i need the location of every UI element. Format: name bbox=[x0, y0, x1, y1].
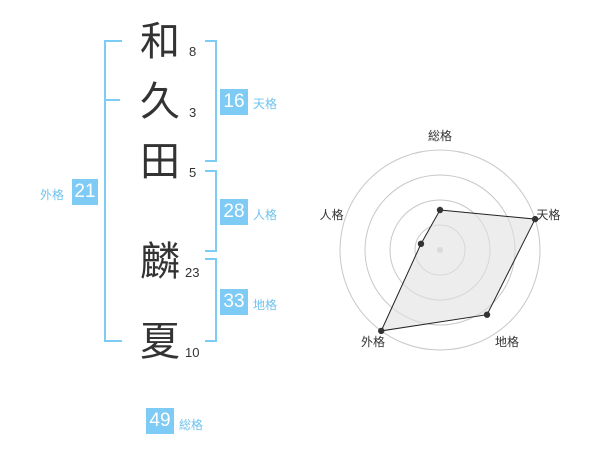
radar-point-1 bbox=[436, 206, 444, 214]
radar-axis-label-1: 総格 bbox=[428, 128, 452, 143]
stroke-count-3: 5 bbox=[189, 165, 197, 180]
stroke-count-5: 10 bbox=[185, 345, 200, 360]
radar-point-4 bbox=[378, 327, 385, 335]
name-char-5: 夏 bbox=[140, 319, 180, 365]
chikaku-label: 地格 bbox=[253, 298, 278, 312]
jinkaku-bracket bbox=[205, 170, 217, 252]
radar-point-5 bbox=[417, 240, 425, 248]
name-char-1: 和 bbox=[140, 19, 180, 65]
radar-axis-label-3: 地格 bbox=[495, 334, 519, 349]
radar-polygon bbox=[380, 209, 536, 332]
chikaku-bracket bbox=[205, 258, 217, 342]
soukaku-badge: 49 bbox=[146, 408, 174, 434]
gaikaku-bracket bbox=[104, 40, 122, 342]
name-char-3: 田 bbox=[140, 139, 180, 185]
tenkaku-badge: 16 bbox=[220, 89, 248, 115]
bracket-tick-left bbox=[104, 99, 120, 101]
tenkaku-bracket bbox=[205, 40, 217, 162]
gaikaku-badge: 21 bbox=[72, 179, 98, 205]
jinkaku-label: 人格 bbox=[253, 208, 278, 222]
chikaku-badge: 33 bbox=[220, 289, 248, 315]
stroke-count-4: 23 bbox=[185, 265, 200, 280]
gaikaku-label: 外格 bbox=[40, 188, 65, 202]
radar-axis-label-2: 天格 bbox=[536, 207, 560, 222]
tenkaku-label: 天格 bbox=[253, 97, 278, 111]
radar-point-3 bbox=[483, 311, 491, 318]
soukaku-label: 総格 bbox=[179, 418, 204, 432]
radar-axis-label-5: 人格 bbox=[320, 207, 344, 222]
radar-point-2 bbox=[531, 215, 539, 223]
name-char-2: 久 bbox=[140, 79, 180, 125]
jinkaku-badge: 28 bbox=[220, 199, 248, 225]
stroke-count-2: 3 bbox=[189, 105, 197, 120]
stroke-count-1: 8 bbox=[189, 44, 197, 59]
radar-axis-label-4: 外格 bbox=[361, 334, 385, 349]
radar-ring-4 bbox=[339, 149, 541, 351]
name-char-4: 麟 bbox=[140, 239, 180, 285]
